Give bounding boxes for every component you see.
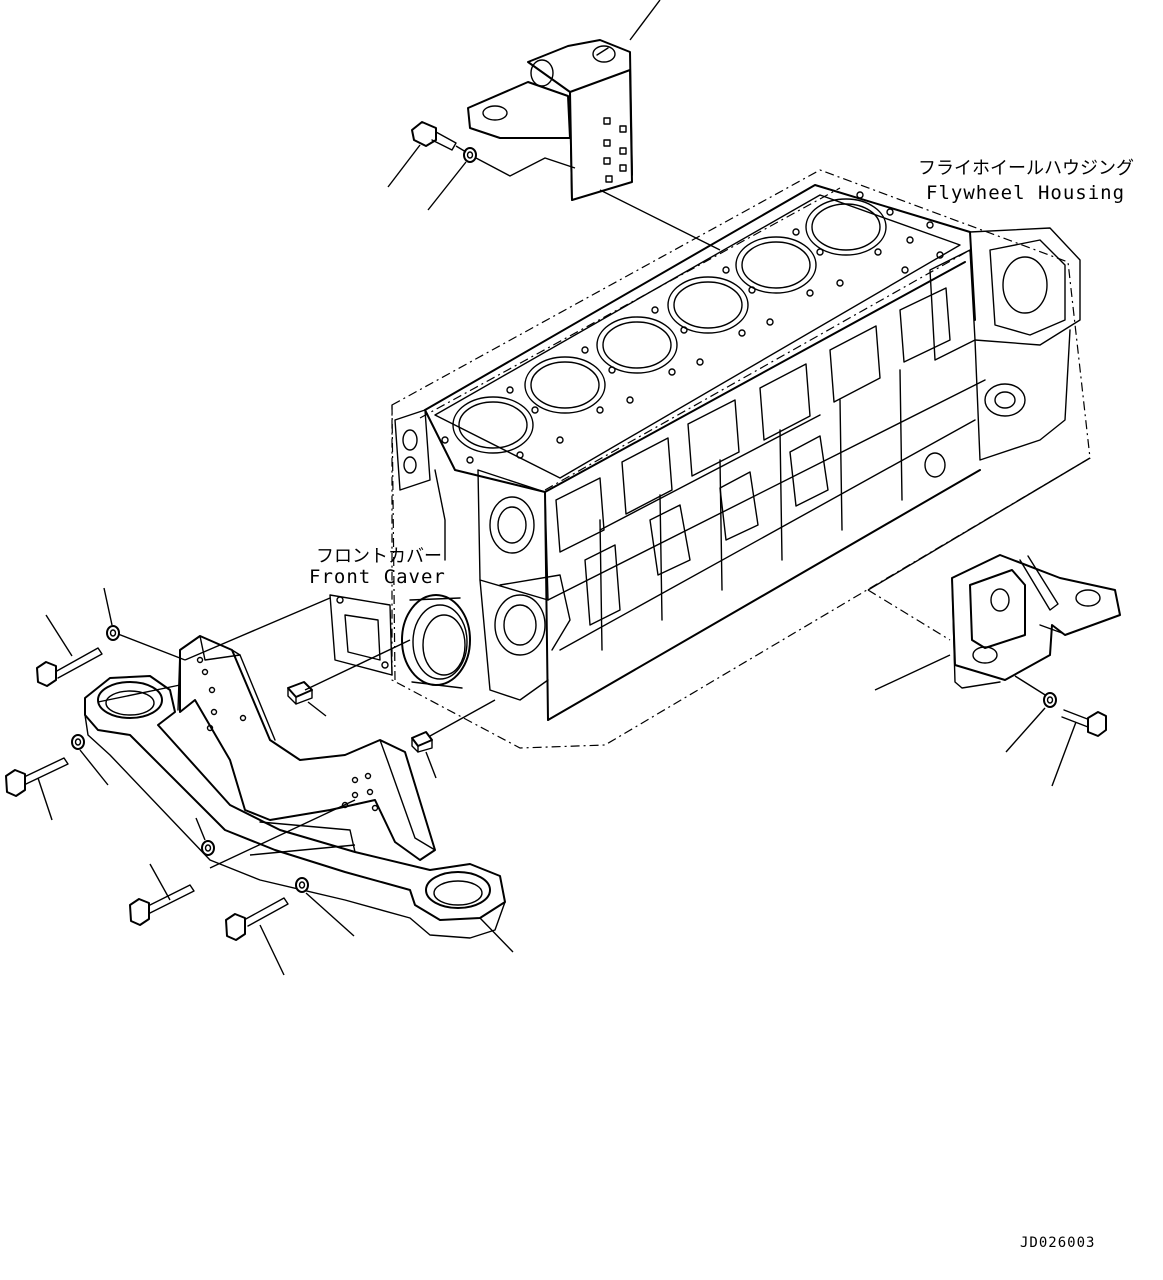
dowel-pin-lower [411,731,437,779]
front-cover-gasket [329,594,393,676]
bracket-bolt-top [387,121,457,188]
bolt-3 [129,863,195,926]
bolt-4 [225,897,289,976]
washer-right [1005,692,1057,753]
washer-top [427,147,477,211]
rear-top-bracket [467,0,661,201]
washer-1 [103,587,120,641]
washer-4 [295,877,355,937]
bolt-2 [5,757,69,821]
front-support-bracket [84,635,514,953]
bolt-1 [36,614,103,687]
washer-2 [71,734,109,786]
front-cover-label-jp: フロントカバー [316,546,442,567]
dowel-pin-upper [287,681,327,717]
flywheel-housing-label-en: Flywheel Housing [926,182,1126,204]
engine-block [391,169,1091,749]
front-cover-label-en: Front Caver [309,566,446,588]
rear-right-bracket [874,554,1121,699]
flywheel-housing-label-jp: フライホイールハウジング [918,158,1134,179]
drawing-code: JD026003 [1020,1235,1096,1251]
washer-3 [195,817,215,856]
bracket-bolt-right [1051,709,1107,787]
front-oil-seal [401,594,471,689]
